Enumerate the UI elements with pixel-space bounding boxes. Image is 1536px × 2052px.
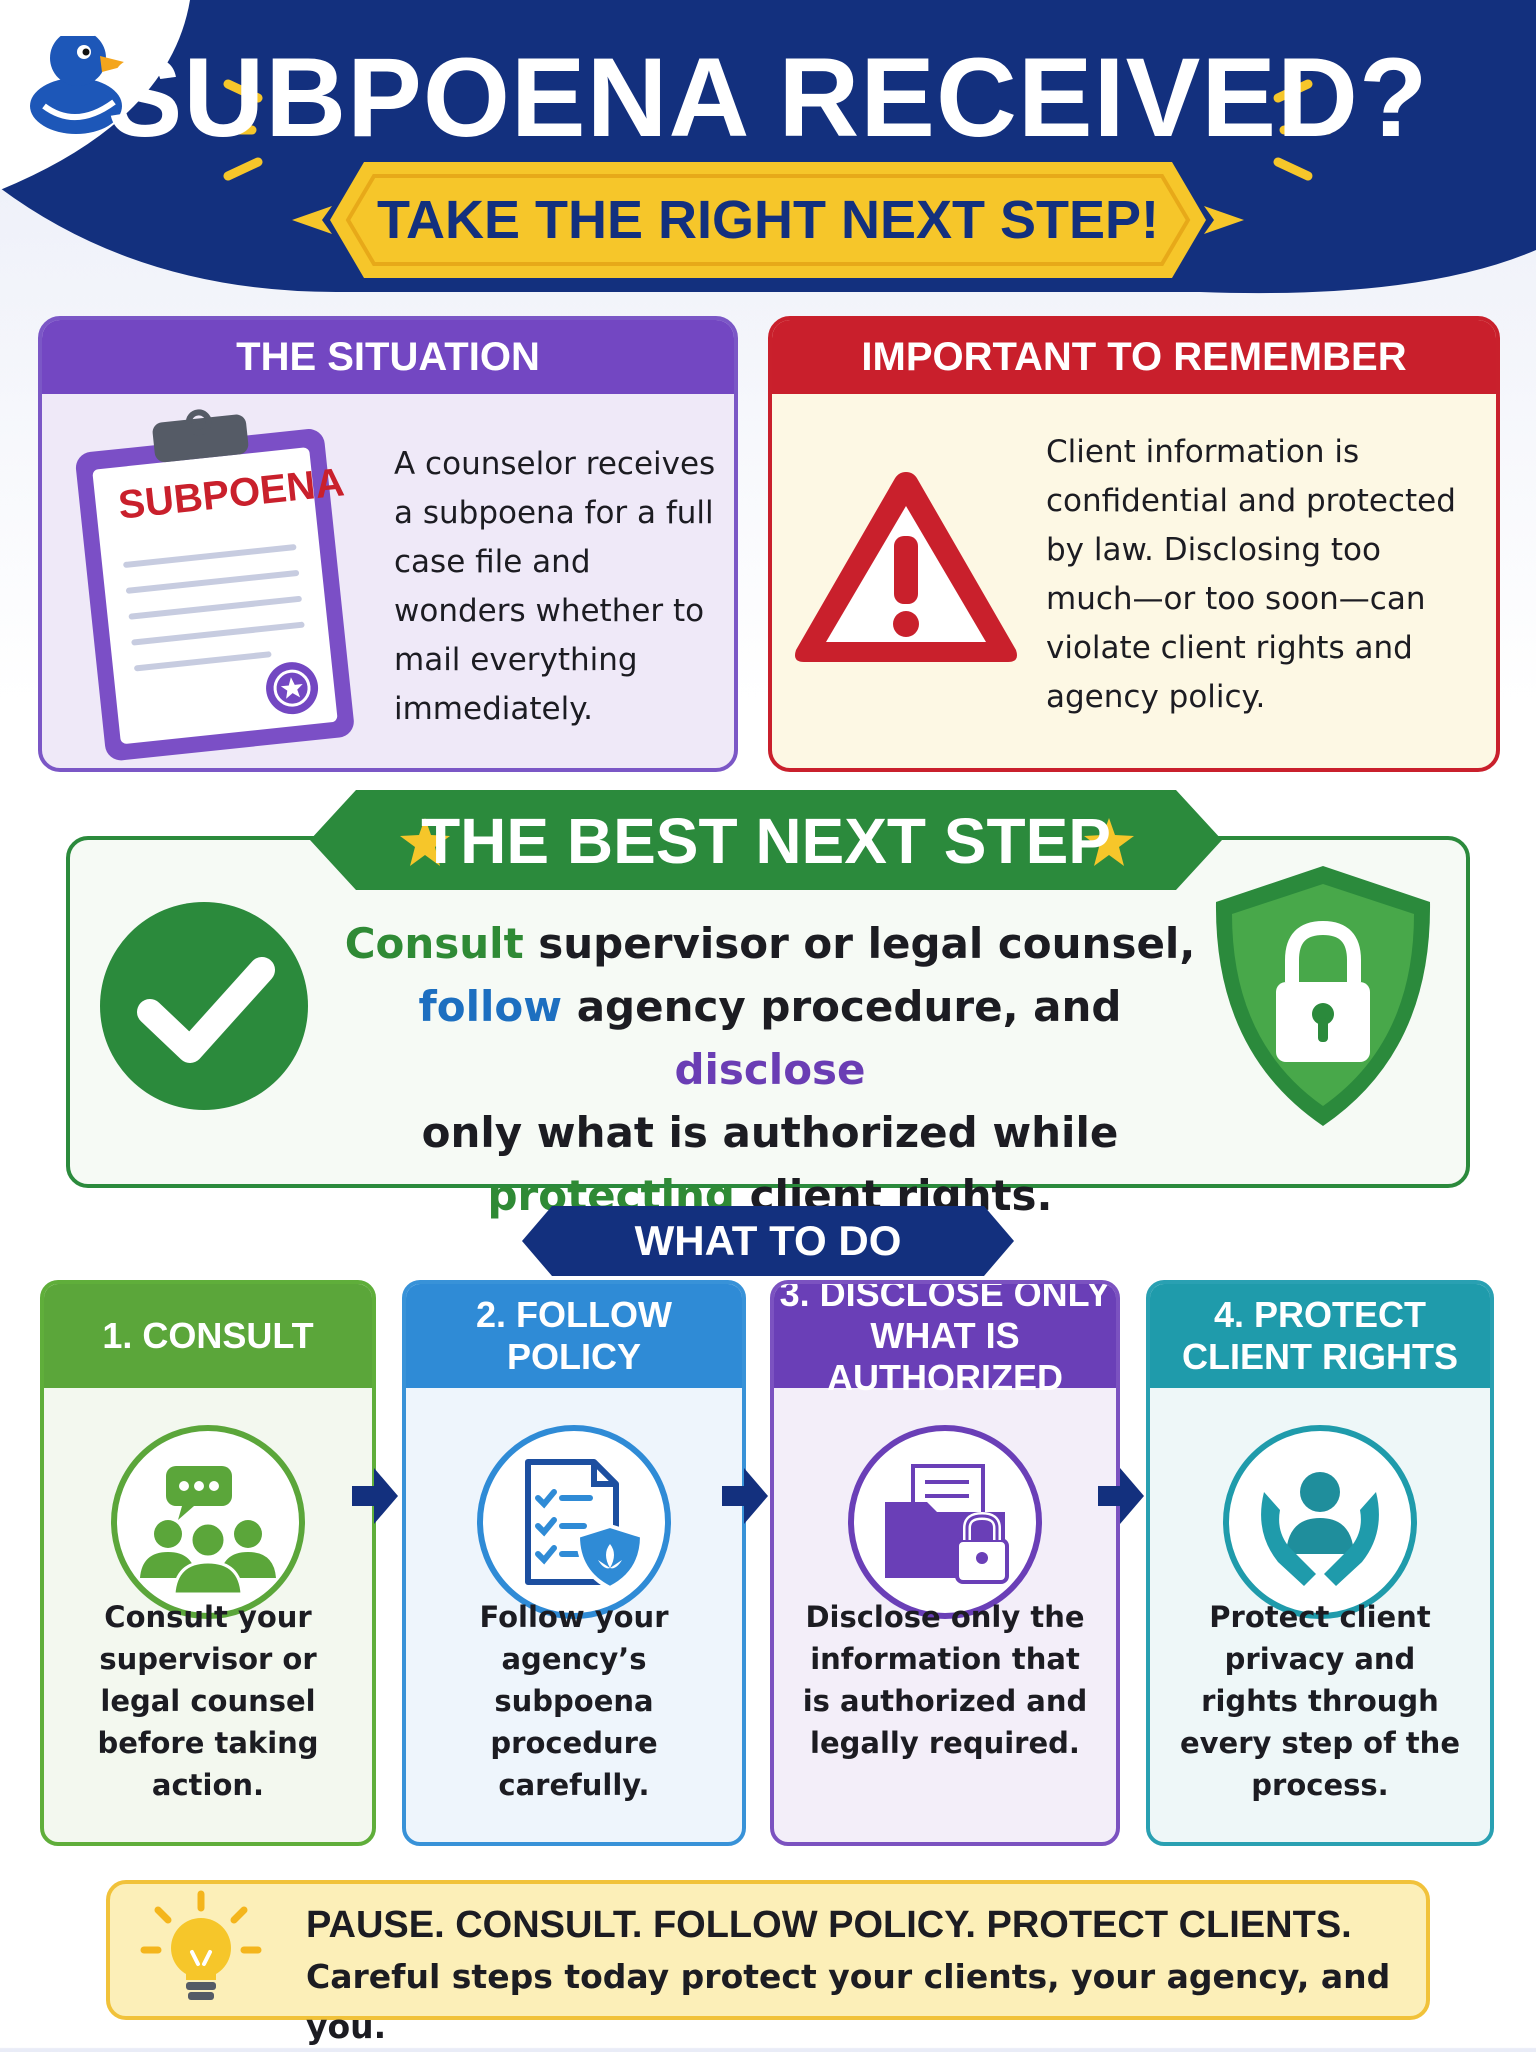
step-card-consult: 1. CONSULT Consult your supervisor or le… bbox=[40, 1280, 376, 1846]
star-left-icon bbox=[400, 818, 450, 866]
page-title: SUBPOENA RECEIVED? bbox=[107, 35, 1429, 160]
step-description: Consult your supervisor or legal counsel… bbox=[97, 1600, 319, 1802]
what-to-do-heading: WHAT TO DO bbox=[634, 1217, 902, 1264]
arrow-right-icon bbox=[722, 1468, 768, 1524]
bottom-title: PAUSE. CONSULT. FOLLOW POLICY. PROTECT C… bbox=[306, 1904, 1352, 1946]
clipboard-icon bbox=[75, 409, 354, 761]
situation-heading: THE SITUATION bbox=[42, 320, 734, 394]
remember-text: Client information is confidential and p… bbox=[1046, 434, 1456, 715]
spark-right-icon bbox=[1204, 206, 1244, 234]
bottom-subtitle: Careful steps today protect your clients… bbox=[306, 1957, 1391, 2046]
subtitle-banner bbox=[330, 162, 1206, 278]
spark-left-icon bbox=[292, 206, 332, 234]
remember-heading: IMPORTANT TO REMEMBER bbox=[772, 320, 1496, 394]
arrow-right-icon bbox=[352, 1468, 398, 1524]
situation-card: THE SITUATION SUBPOENA A counselor recei… bbox=[38, 316, 738, 772]
step-description: Disclose only the information that is au… bbox=[802, 1600, 1088, 1760]
best-step-banner bbox=[310, 790, 1222, 890]
word-disclose: disclose bbox=[674, 1045, 866, 1094]
step-title: 3. DISCLOSE ONLY WHAT IS AUTHORIZED bbox=[774, 1284, 1116, 1398]
best-step-line-1: supervisor or legal counsel, bbox=[523, 919, 1196, 968]
protecting-hands-icon bbox=[1223, 1425, 1417, 1619]
bottom-reminder-bar bbox=[106, 1880, 1430, 2020]
people-chat-icon bbox=[111, 1425, 305, 1619]
what-to-do-banner bbox=[522, 1206, 1014, 1276]
step-title: 1. CONSULT bbox=[44, 1284, 372, 1388]
step-title: 2. FOLLOW POLICY bbox=[406, 1284, 742, 1388]
duck-mascot-icon bbox=[30, 16, 132, 134]
checkmark-icon bbox=[100, 902, 308, 1110]
word-follow: follow bbox=[418, 982, 563, 1031]
step-description: Protect client privacy and rights throug… bbox=[1179, 1600, 1460, 1802]
best-step-line-3: only what is authorized while bbox=[421, 1108, 1119, 1157]
star-right-icon bbox=[1084, 818, 1134, 866]
arrow-right-icon bbox=[1098, 1468, 1144, 1524]
warning-icon bbox=[795, 472, 1017, 662]
locked-folder-icon bbox=[848, 1425, 1042, 1619]
step-card-protect: 4. PROTECT CLIENT RIGHTS Protect client … bbox=[1146, 1280, 1494, 1846]
word-consult: Consult bbox=[344, 919, 524, 968]
step-card-disclose: 3. DISCLOSE ONLY WHAT IS AUTHORIZED Disc… bbox=[770, 1280, 1120, 1846]
step-card-follow-policy: 2. FOLLOW POLICY Follow your agency’s su… bbox=[402, 1280, 746, 1846]
step-description: Follow your agency’s subpoena procedure … bbox=[479, 1600, 669, 1802]
shield-lock-icon bbox=[1215, 866, 1431, 1126]
remember-card: IMPORTANT TO REMEMBER Client information… bbox=[768, 316, 1500, 772]
page-subtitle: TAKE THE RIGHT NEXT STEP! bbox=[376, 190, 1160, 250]
checklist-shield-icon bbox=[477, 1425, 671, 1619]
best-step-line-2: agency procedure, and bbox=[562, 982, 1122, 1031]
lightbulb-icon bbox=[140, 1890, 262, 2000]
best-step-text: Consult supervisor or legal counsel, fol… bbox=[320, 912, 1220, 1227]
step-title: 4. PROTECT CLIENT RIGHTS bbox=[1150, 1284, 1490, 1388]
best-step-heading: THE BEST NEXT STEP bbox=[421, 805, 1111, 877]
situation-text: A counselor receives a subpoena for a fu… bbox=[394, 446, 716, 727]
